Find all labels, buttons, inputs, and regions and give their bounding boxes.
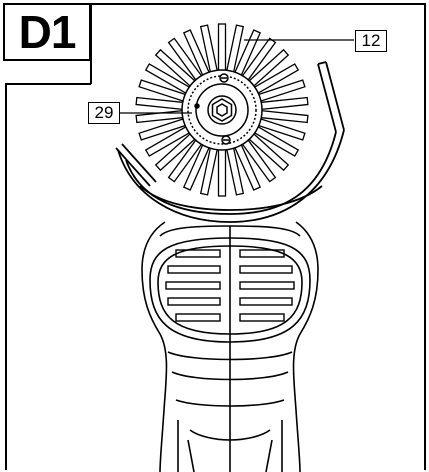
brush-bristle	[217, 145, 227, 197]
frame	[5, 3, 426, 470]
callout-29: 29	[88, 102, 120, 124]
brush-hub	[181, 69, 263, 151]
leader-lines	[120, 39, 354, 114]
wheel-guard	[115, 61, 345, 223]
callout-12: 12	[355, 30, 387, 52]
brush-bristle	[217, 23, 227, 75]
figure-title: D1	[3, 3, 91, 61]
wire-brush	[135, 23, 309, 197]
tool-body	[141, 221, 319, 472]
vent-slots	[165, 249, 295, 322]
